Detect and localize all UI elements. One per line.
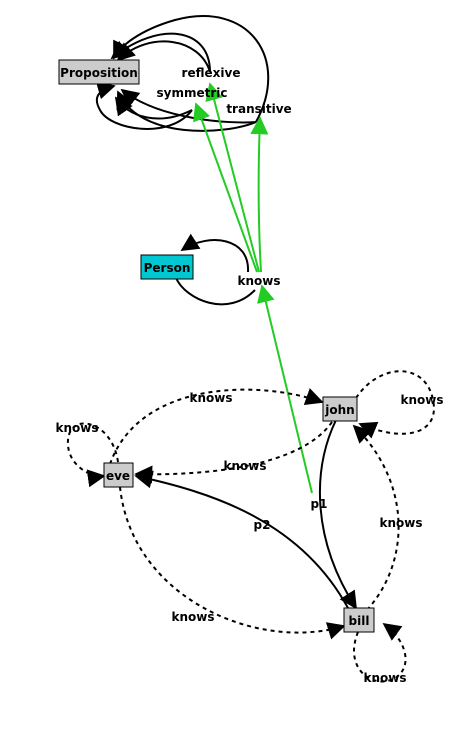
node-bill: bill	[343, 607, 375, 633]
node-proposition-label: Proposition	[60, 66, 138, 80]
label-knows-property: knows	[238, 274, 281, 288]
label-p1: p1	[311, 497, 328, 511]
label-reflexive: reflexive	[182, 66, 241, 80]
edge-eve-knows-john	[109, 388, 324, 465]
edge-symmetric-loop-outer	[95, 81, 193, 130]
edge-john-knows-john	[355, 370, 435, 439]
edge-knows-to-transitive	[250, 116, 269, 273]
edge-john-knows-eve	[134, 421, 333, 484]
label-knows-john-loop: knows	[401, 393, 444, 407]
edge-eve-knows-eve	[66, 422, 119, 488]
edge-knows-to-reflexive	[205, 82, 260, 273]
label-knows-eve-to-bill: knows	[172, 610, 215, 624]
node-eve-label: eve	[106, 469, 130, 483]
edge-bill-knows-bill	[353, 622, 407, 683]
edge-eve-knows-bill	[119, 486, 346, 640]
edge-reflexive-loop-inner	[116, 40, 211, 73]
node-bill-label: bill	[349, 614, 370, 628]
node-person-label: Person	[144, 261, 191, 275]
edge-knows-to-symmetric	[193, 102, 258, 273]
edge-p1-john-bill	[319, 419, 357, 610]
label-knows-bill-loop: knows	[364, 671, 407, 685]
label-knows-eve-to-john: knows	[190, 391, 233, 405]
node-eve: eve	[103, 462, 134, 488]
label-knows-bill-to-john: knows	[380, 516, 423, 530]
edge-bill-knows-john	[352, 424, 400, 611]
label-transitive: transitive	[226, 102, 291, 116]
label-p2: p2	[254, 518, 271, 532]
edge-transitive-loop-outer	[113, 15, 270, 123]
node-proposition: Proposition	[58, 59, 140, 85]
label-knows-eve-loop: knows	[56, 421, 99, 435]
edge-knows-domain	[180, 233, 250, 273]
edge-p1-to-knows	[257, 284, 313, 494]
node-john: john	[322, 396, 358, 422]
label-symmetric: symmetric	[157, 86, 228, 100]
node-person: Person	[140, 254, 194, 280]
edge-p2-bill-eve	[134, 470, 349, 609]
edge-knows-range	[175, 277, 256, 306]
label-knows-john-to-eve: knows	[224, 459, 267, 473]
node-john-label: john	[324, 403, 354, 417]
